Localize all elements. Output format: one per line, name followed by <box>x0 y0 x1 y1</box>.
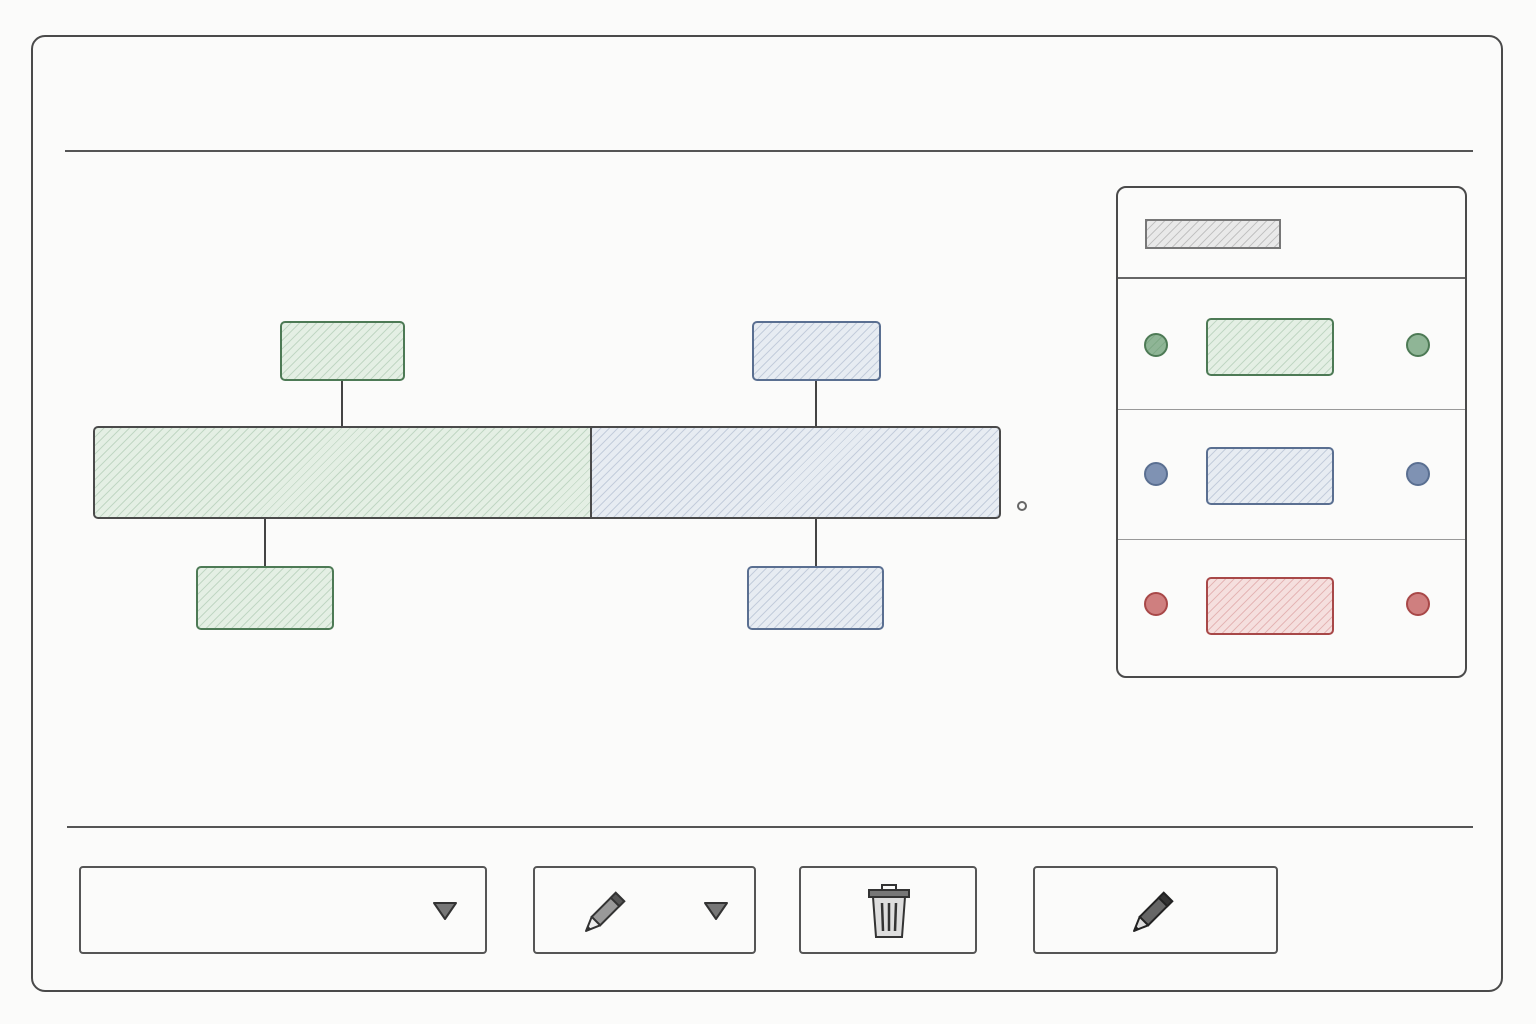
header-divider <box>65 150 1473 152</box>
bottom-node-blue[interactable] <box>747 566 884 630</box>
legend-swatch-green <box>1206 318 1334 376</box>
legend-swatch-red <box>1206 577 1334 635</box>
legend-dot-left-green <box>1144 333 1168 357</box>
legend-row-red[interactable] <box>1118 540 1465 676</box>
legend-row-divider-1 <box>1118 409 1465 410</box>
footer-divider <box>67 826 1473 828</box>
legend-dot-left-red <box>1144 592 1168 616</box>
timeline-bar <box>93 426 1001 519</box>
legend-dot-right-green <box>1406 333 1430 357</box>
legend-row-green[interactable] <box>1118 279 1465 409</box>
top-node-green[interactable] <box>280 321 405 381</box>
connector-top-green <box>341 381 343 427</box>
chevron-down-icon <box>702 900 730 922</box>
pencil-icon <box>1123 886 1179 942</box>
edit-dropdown-button[interactable] <box>533 866 756 954</box>
legend-row-blue[interactable] <box>1118 410 1465 540</box>
legend-dot-right-blue <box>1406 462 1430 486</box>
connector-bottom-green <box>264 519 266 567</box>
legend-title-bar <box>1145 219 1281 249</box>
bottom-node-green[interactable] <box>196 566 334 630</box>
legend-panel <box>1116 186 1467 678</box>
top-node-blue[interactable] <box>752 321 881 381</box>
legend-dot-left-blue <box>1144 462 1168 486</box>
selection-dropdown[interactable] <box>79 866 487 954</box>
legend-header-divider <box>1118 277 1465 279</box>
resize-handle-dot[interactable] <box>1017 501 1027 511</box>
connector-bottom-blue <box>815 519 817 567</box>
timeline-segment-blue[interactable] <box>592 428 999 517</box>
timeline-segment-green[interactable] <box>95 428 592 517</box>
delete-button[interactable] <box>799 866 977 954</box>
connector-top-blue <box>815 381 817 427</box>
pencil-icon <box>575 886 631 942</box>
legend-swatch-blue <box>1206 447 1334 505</box>
triangle-down-icon <box>431 900 459 922</box>
legend-dot-right-red <box>1406 592 1430 616</box>
primary-edit-button[interactable] <box>1033 866 1278 954</box>
trash-icon <box>865 882 913 942</box>
window-frame <box>31 35 1503 992</box>
legend-row-divider-2 <box>1118 539 1465 540</box>
